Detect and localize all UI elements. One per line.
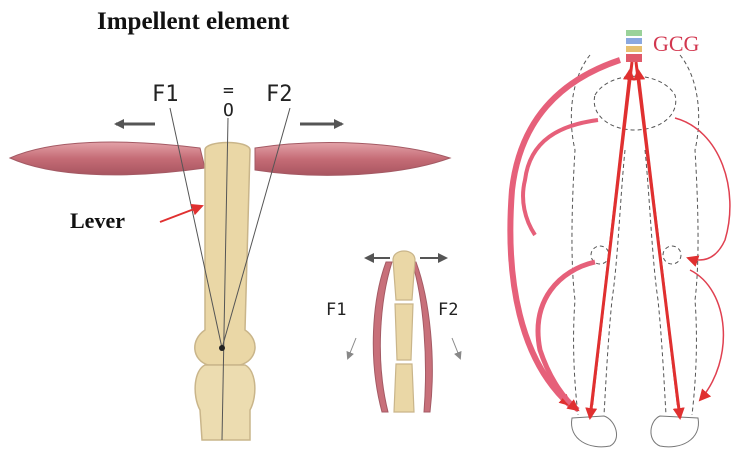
spine-segment: [626, 30, 642, 62]
finger-muscle-left: [373, 262, 392, 412]
diagram-title: Impellent element: [97, 8, 289, 36]
equals-label: =: [223, 80, 234, 101]
loop-outer-left: [510, 60, 620, 405]
finger-diagram: [348, 251, 460, 412]
right-muscle: [255, 143, 450, 176]
skeleton-diagram: [571, 55, 698, 447]
body-outline-left: [571, 55, 590, 415]
finger-force-left: [348, 338, 356, 358]
finger-bone-top: [393, 251, 415, 300]
pivot-label: O: [223, 100, 234, 121]
gcg-force-lines: [590, 62, 680, 418]
long-bone: [195, 143, 255, 366]
finger-bone-mid: [395, 304, 413, 360]
pelvis: [594, 76, 676, 130]
foot-right: [651, 416, 699, 447]
gcg-label: GCG: [653, 31, 699, 57]
finger-force-label-f1: F1: [326, 300, 346, 320]
knee-right: [663, 246, 681, 264]
loop-mid-left: [523, 120, 598, 235]
finger-muscle-right: [412, 262, 432, 412]
body-outline-right: [680, 55, 699, 415]
gcg-line-back-right: [638, 70, 678, 405]
pivot-point: [219, 345, 225, 351]
force-label-f1: F1: [152, 82, 179, 107]
finger-bone-base: [394, 364, 414, 412]
loop-lower-left: [538, 262, 595, 410]
base-bone: [195, 365, 255, 440]
left-muscle: [10, 142, 205, 175]
finger-force-right: [452, 338, 460, 358]
finger-force-label-f2: F2: [438, 300, 458, 320]
loop-outer-right: [675, 118, 730, 260]
transfer-loops: [510, 60, 730, 410]
lever-pointer: [160, 206, 202, 222]
force-label-f2: F2: [266, 82, 293, 107]
foot-left: [572, 416, 617, 447]
lever-label: Lever: [70, 208, 125, 234]
